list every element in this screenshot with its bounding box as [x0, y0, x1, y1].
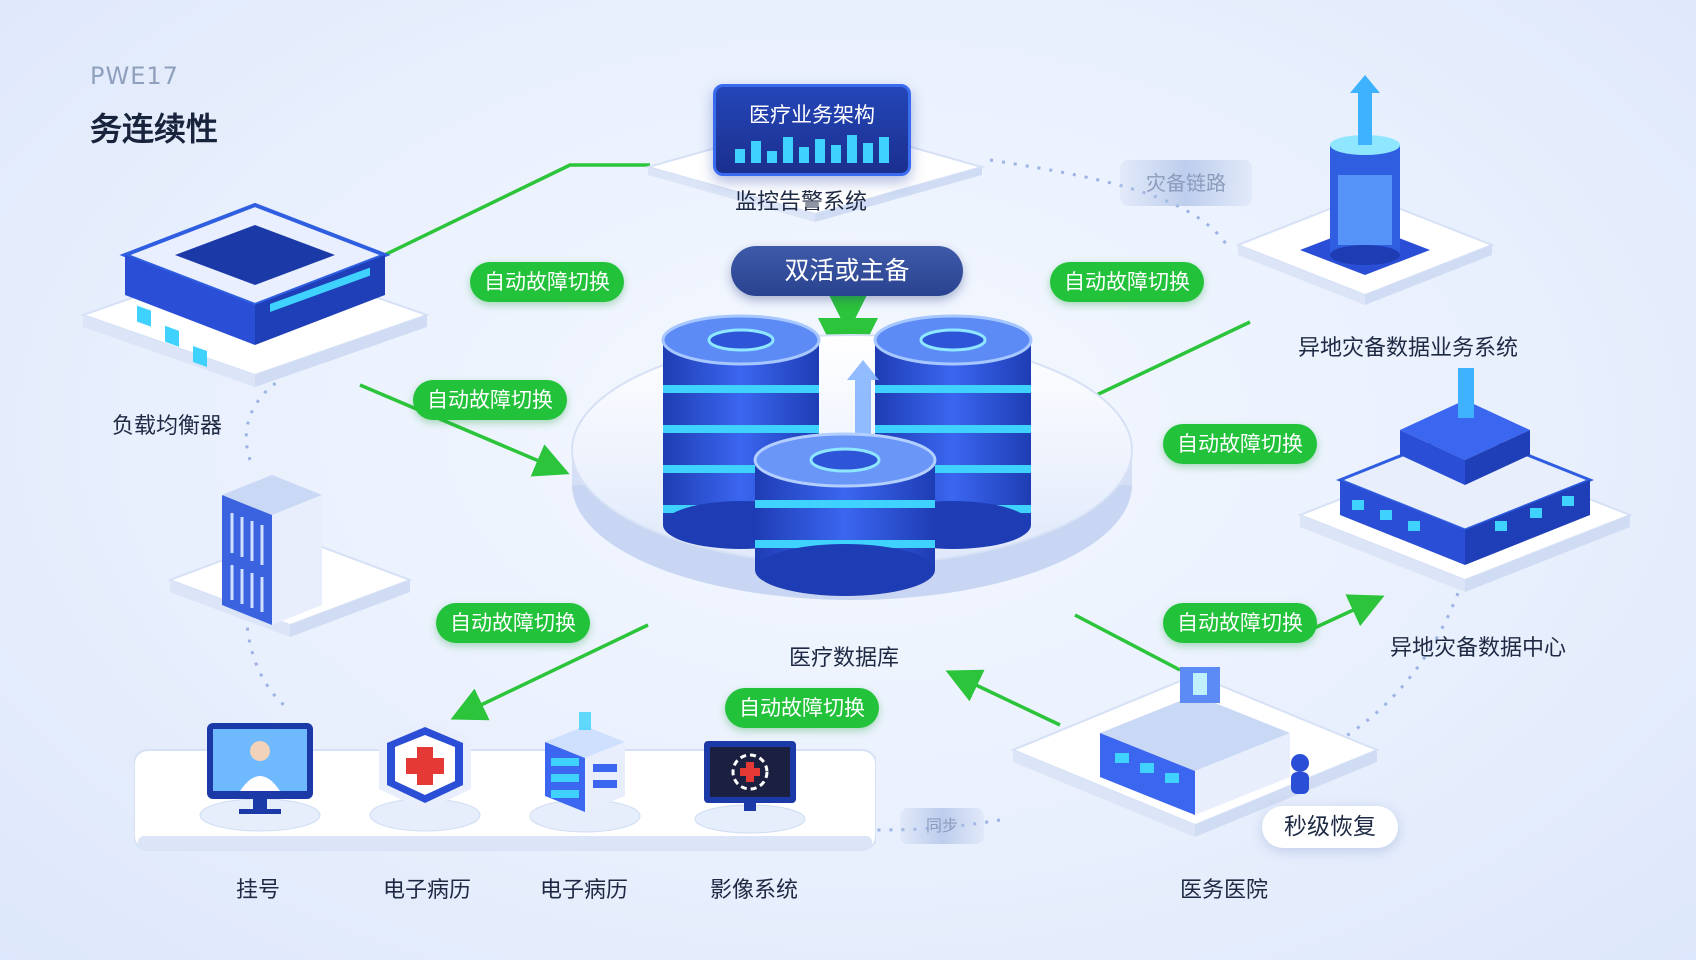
link-db-dc — [1074, 613, 1181, 672]
server-icon — [222, 475, 322, 625]
imaging-label: 影像系统 — [710, 878, 799, 903]
medical-architecture-label: 医疗业务架构 — [749, 103, 875, 127]
remote-backup-label: 异地灾备数据业务系统 — [1298, 336, 1519, 361]
registration-icon — [199, 723, 321, 832]
registration-label: 挂号 — [236, 878, 281, 903]
emr-label-2: 电子病历 — [540, 878, 629, 903]
database-label: 医疗数据库 — [789, 646, 900, 671]
medical-architecture-badge: 医疗业务架构 — [713, 84, 911, 176]
second-recovery-badge: 秒级恢复 — [1262, 806, 1398, 848]
failover-pill-3: 自动故障切换 — [413, 380, 567, 420]
imaging-monitor-icon — [694, 741, 806, 834]
failover-pill-1: 自动故障切换 — [470, 262, 624, 302]
hospital-label: 医务医院 — [1180, 878, 1269, 903]
load-balancer-node — [79, 202, 431, 387]
record-server-icon — [529, 712, 641, 833]
emr-label-1: 电子病历 — [383, 878, 472, 903]
remote-backup-node — [1235, 75, 1495, 305]
upload-arrow-icon — [1350, 75, 1380, 145]
data-flow-arrow-icon — [847, 360, 879, 450]
page-title: 务连续性 — [90, 110, 219, 148]
link-hospital-db — [945, 669, 1061, 727]
hospital-building-icon — [1100, 667, 1309, 815]
failover-pill-5: 自动故障切换 — [436, 603, 590, 643]
link-lb-db — [359, 383, 570, 477]
link-db-apps — [450, 623, 649, 721]
monitoring-label: 监控告警系统 — [735, 190, 868, 215]
link-lb-top — [369, 163, 650, 264]
data-center-icon — [1335, 368, 1595, 565]
server-node — [167, 475, 413, 637]
load-balancer-label: 负载均衡器 — [112, 414, 223, 439]
database-platform — [571, 314, 1133, 600]
remote-dc-label: 异地灾备数据中心 — [1390, 636, 1567, 661]
failover-pill-2: 自动故障切换 — [1050, 262, 1204, 302]
failover-pill-4: 自动故障切换 — [1163, 424, 1317, 464]
header-small-text: PWE17 — [90, 62, 179, 90]
app-tray — [134, 749, 876, 851]
link-pill-dc — [1309, 594, 1385, 632]
active-standby-badge: 双活或主备 — [731, 246, 963, 296]
database-stack-front — [753, 432, 937, 596]
dashed-orbit — [244, 158, 1482, 832]
failover-pill-6: 自动故障切换 — [1163, 603, 1317, 643]
sync-badge: 同步 — [900, 808, 985, 844]
bar-chart-icon — [735, 135, 889, 163]
failover-pill-7: 自动故障切换 — [725, 688, 879, 728]
backup-link-badge: 灾备链路 — [1120, 160, 1252, 206]
remote-dc-node — [1297, 368, 1633, 592]
backup-cylinder-icon — [1330, 135, 1400, 265]
hospital-node — [1010, 667, 1380, 837]
medical-cross-icon — [369, 719, 481, 832]
